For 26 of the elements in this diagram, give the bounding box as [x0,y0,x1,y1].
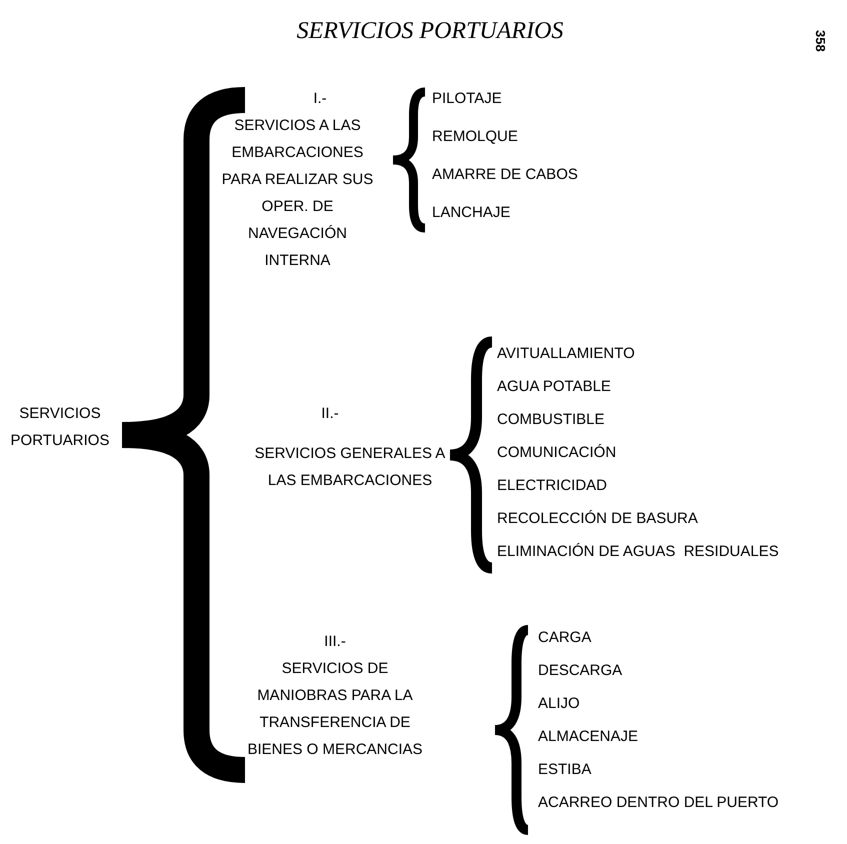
list-item: AMARRE DE CABOS [432,165,578,185]
list-item: PILOTAJE [432,89,502,109]
list-item: ELECTRICIDAD [497,476,608,496]
root-label: SERVICIOS PORTUARIOS [10,404,110,451]
list-item: LANCHAJE [432,203,510,223]
list-item: ESTIBA [538,760,592,780]
section-heading: SERVICIOS DE MANIOBRAS PARA LA TRANSFERENCIA DE BIENES O MERCANCIAS [246,659,424,760]
list-item: ALMACENAJE [538,727,638,747]
list-item: AGUA POTABLE [497,377,611,397]
list-item: ELIMINACIÓN DE AGUAS RESIDUALES [497,542,779,562]
list-item: ACARREO DENTRO DEL PUERTO [538,793,779,813]
section-number: III.- [323,632,347,652]
section-number: II.- [320,404,340,424]
list-item: AVITUALLAMIENTO [497,344,635,364]
list-item: REMOLQUE [432,127,518,147]
diagram-title: SERVICIOS PORTUARIOS [296,18,564,45]
list-item: DESCARGA [538,661,622,681]
list-item: ALIJO [538,694,580,714]
section-heading: SERVICIOS GENERALES A LAS EMBARCACIONES [254,444,446,491]
list-item: COMUNICACIÓN [497,443,616,463]
section-heading: SERVICIOS A LAS EMBARCACIONES PARA REALIZAR SUS OPER. DE NAVEGACIÓN INTERNA [220,116,374,271]
page-number: 358 [812,30,829,52]
list-item: COMBUSTIBLE [497,410,605,430]
section-number: I.- [312,89,328,109]
list-item: RECOLECCIÓN DE BASURA [497,509,698,529]
list-item: CARGA [538,628,592,648]
